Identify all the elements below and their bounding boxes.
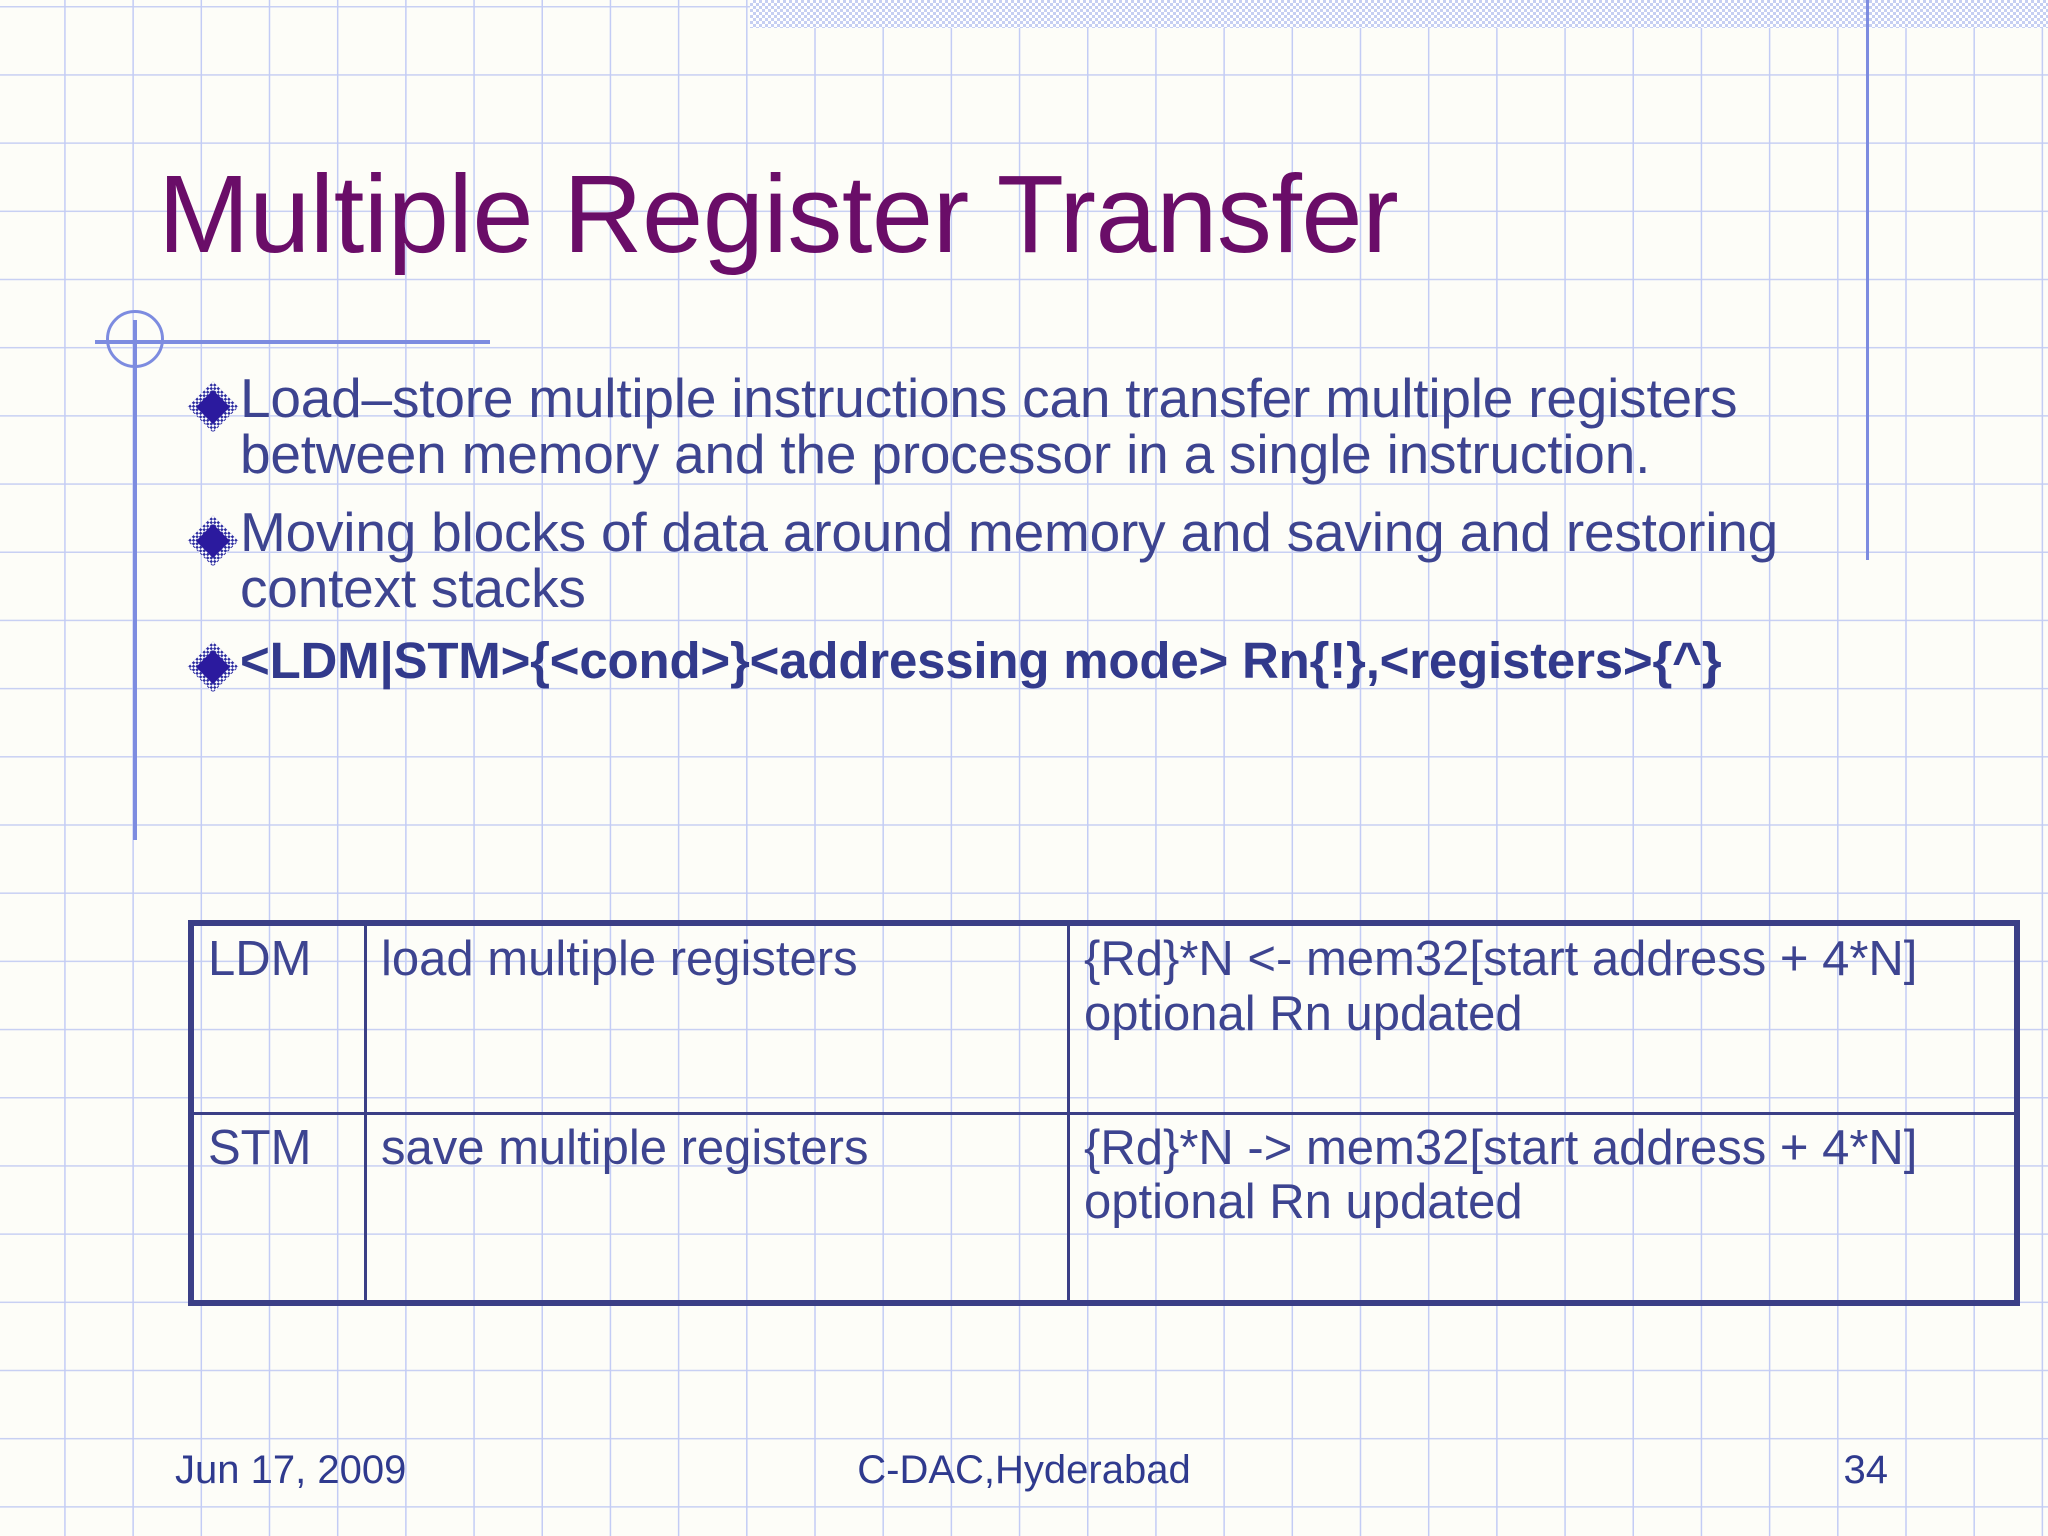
footer-page-number: 34: [1843, 1448, 1889, 1492]
bullet-text-syntax: <LDM|STM>{<cond>}<addressing mode> Rn{!}…: [240, 632, 1722, 690]
right-vertical-rule: [1866, 0, 1869, 560]
cell-description: save multiple registers: [364, 1111, 1070, 1305]
list-item: Moving blocks of data around memory and …: [187, 501, 1910, 620]
cell-effect: {Rd}*N -> mem32[start address + 4*N] opt…: [1067, 1111, 2019, 1305]
list-item: <LDM|STM>{<cond>}<addressing mode> Rn{!}…: [187, 632, 1910, 693]
diamond-bullet-icon: [187, 641, 239, 693]
cell-mnemonic: STM: [189, 1111, 367, 1305]
slide-footer: Jun 17, 2009 C-DAC,Hyderabad 34: [0, 1448, 2048, 1508]
diamond-bullet-icon: [187, 381, 239, 433]
table-row: LDM load multiple registers {Rd}*N <- me…: [189, 921, 2019, 1115]
footer-date: Jun 17, 2009: [175, 1448, 407, 1492]
decoration-vertical-line: [133, 320, 137, 840]
table-row: STM save multiple registers {Rd}*N -> me…: [189, 1111, 2019, 1305]
cell-description: load multiple registers: [364, 921, 1070, 1115]
top-dotted-band: [750, 0, 2048, 28]
title-underline: [95, 340, 490, 344]
bullet-text: Moving blocks of data around memory and …: [240, 501, 1779, 620]
list-item: Load–store multiple instructions can tra…: [187, 367, 1910, 486]
diamond-bullet-icon: [187, 515, 239, 567]
cell-effect: {Rd}*N <- mem32[start address + 4*N] opt…: [1067, 921, 2019, 1115]
cell-mnemonic: LDM: [189, 921, 367, 1115]
page-title: Multiple Register Transfer: [158, 153, 1399, 276]
bullet-text: Load–store multiple instructions can tra…: [240, 367, 1738, 486]
footer-organization: C-DAC,Hyderabad: [857, 1448, 1191, 1492]
instruction-table: LDM load multiple registers {Rd}*N <- me…: [188, 920, 2020, 1306]
bullet-list: Load–store multiple instructions can tra…: [187, 367, 1910, 702]
